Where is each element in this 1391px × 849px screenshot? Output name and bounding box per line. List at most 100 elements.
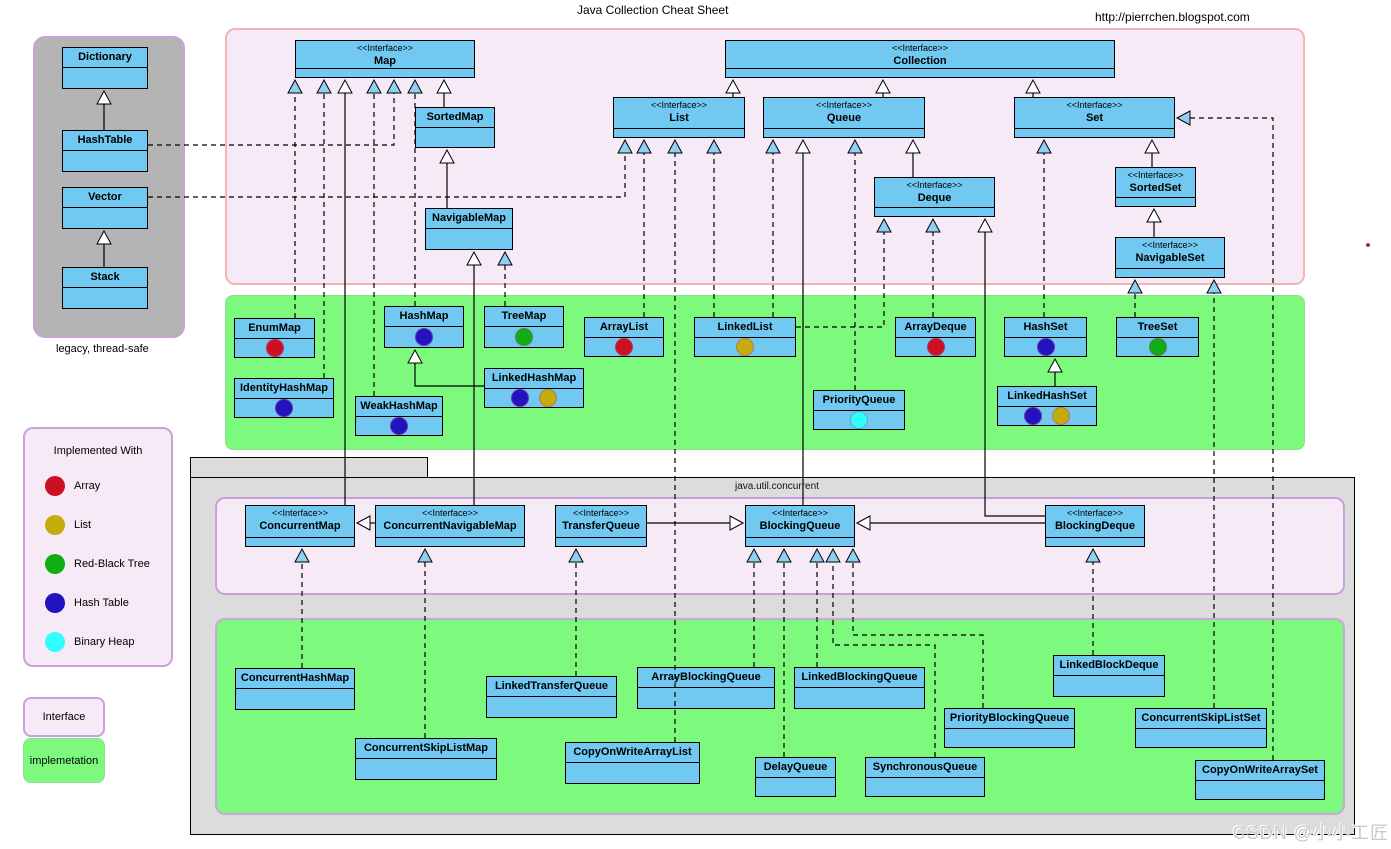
stereotype-label: <<Interface>> xyxy=(891,43,949,53)
class-box-arraydeque: ArrayDeque xyxy=(895,317,976,357)
interface-name: Map xyxy=(374,55,396,67)
class-name: ConcurrentHashMap xyxy=(236,669,354,689)
stereotype-label: <<Interface>> xyxy=(771,508,829,518)
array-implementation-dot xyxy=(265,339,284,357)
hash-legend-dot xyxy=(45,593,65,613)
package-label: java.util.concurrent xyxy=(735,481,819,492)
class-name: IdentityHashMap xyxy=(235,379,333,399)
attribute-compartment xyxy=(746,537,854,546)
legend-item-label: Hash Table xyxy=(74,597,129,609)
class-body xyxy=(235,339,314,357)
interface-name: ConcurrentNavigableMap xyxy=(383,520,517,532)
array-implementation-dot xyxy=(615,338,633,356)
hash-implementation-dot xyxy=(511,389,529,407)
watermark: CSDN @小小工匠 xyxy=(1232,823,1389,843)
legend-implementation-label: implemetation xyxy=(29,754,99,767)
class-name: LinkedTransferQueue xyxy=(487,677,616,697)
class-body xyxy=(1117,338,1198,356)
legend-item-label: List xyxy=(74,519,92,531)
stereotype-label: <<Interface>> xyxy=(906,180,963,190)
hash-implementation-dot xyxy=(390,417,408,435)
class-name: LinkedBlockDeque xyxy=(1054,656,1164,676)
class-body xyxy=(235,399,333,417)
legend-item-heap: Binary Heap xyxy=(45,632,171,652)
stereotype-label: <<Interface>> xyxy=(271,508,329,518)
class-body xyxy=(998,407,1096,425)
class-name: Vector xyxy=(63,188,147,208)
legacy-caption: legacy, thread-safe xyxy=(56,343,149,355)
stereotype-label: <<Interface>> xyxy=(650,100,708,110)
stereotype-label: <<Interface>> xyxy=(1141,240,1199,250)
interface-name: List xyxy=(669,112,689,124)
interface-box-set: <<Interface>>Set xyxy=(1014,97,1175,138)
class-box-delayqueue: DelayQueue xyxy=(755,757,836,797)
class-name: Dictionary xyxy=(63,48,147,68)
class-name: SynchronousQueue xyxy=(866,758,984,778)
attribute-compartment xyxy=(296,68,474,77)
interface-box-navigableset: <<Interface>> NavigableSet xyxy=(1115,237,1225,278)
class-name: WeakHashMap xyxy=(356,397,442,417)
class-box-linkedhashmap: LinkedHashMap xyxy=(484,368,584,408)
legend-item-hash: Hash Table xyxy=(45,593,171,613)
list-legend-dot xyxy=(45,515,65,535)
attribute-compartment xyxy=(556,537,646,546)
attribute-compartment xyxy=(1046,537,1144,546)
interface-box-concurrentmap: <<Interface>>ConcurrentMap xyxy=(245,505,355,547)
class-name: HashMap xyxy=(385,307,463,327)
class-name: TreeMap xyxy=(485,307,563,327)
list-implementation-dot xyxy=(1052,407,1070,425)
class-name: LinkedList xyxy=(695,318,795,338)
class-name: LinkedBlockingQueue xyxy=(795,668,924,688)
interface-name: BlockingQueue xyxy=(759,520,841,532)
array-legend-dot xyxy=(45,476,65,496)
class-box-linkedhashset: LinkedHashSet xyxy=(997,386,1097,426)
class-body xyxy=(896,338,975,356)
legend-implementation-chip: implemetation xyxy=(23,738,105,783)
legend-interface-label: Interface xyxy=(42,711,86,723)
interface-box-list: <<Interface>> List xyxy=(613,97,745,138)
class-body xyxy=(385,327,463,347)
interface-box-deque: <<Interface>>Deque xyxy=(874,177,995,217)
class-body xyxy=(566,763,699,783)
class-body xyxy=(356,759,496,779)
class-body xyxy=(63,208,147,228)
stereotype-label: <<Interface>> xyxy=(356,43,414,53)
class-name: CopyOnWriteArraySet xyxy=(1196,761,1324,781)
class-body xyxy=(356,417,442,435)
class-box-navigablemap: NavigableMap xyxy=(425,208,513,250)
attribute-compartment xyxy=(376,537,524,546)
class-name: CopyOnWriteArrayList xyxy=(566,743,699,763)
heap-legend-dot xyxy=(45,632,65,652)
interface-box-collection: <<Interface>>Collection xyxy=(725,40,1115,78)
class-name: ArrayList xyxy=(585,318,663,338)
class-body xyxy=(487,697,616,717)
class-box-treeset: TreeSet xyxy=(1116,317,1199,357)
attribute-compartment xyxy=(1015,128,1174,137)
stereotype-label: <<Interface>> xyxy=(1127,170,1184,180)
interface-box-queue: <<Interface>>Queue xyxy=(763,97,925,138)
class-body xyxy=(485,389,583,407)
attribute-compartment xyxy=(764,128,924,137)
heap-implementation-dot xyxy=(850,411,868,429)
class-body xyxy=(1005,338,1086,356)
class-box-hashmap: HashMap xyxy=(384,306,464,348)
class-name: ArrayBlockingQueue xyxy=(638,668,774,688)
class-box-copyonwritearrayset: CopyOnWriteArraySet xyxy=(1195,760,1325,800)
interface-box-transferqueue: <<Interface>>TransferQueue xyxy=(555,505,647,547)
class-box-hashset: HashSet xyxy=(1004,317,1087,357)
class-box-arrayblockingqueue: ArrayBlockingQueue xyxy=(637,667,775,709)
class-body xyxy=(756,778,835,796)
class-box-hashtable: HashTable xyxy=(62,130,148,172)
legend-item-label: Binary Heap xyxy=(74,636,135,648)
class-body xyxy=(426,229,512,249)
class-name: LinkedHashMap xyxy=(485,369,583,389)
interface-name: NavigableSet xyxy=(1135,252,1205,264)
interface-box-blockingdeque: <<Interface>>BlockingDeque xyxy=(1045,505,1145,547)
class-body xyxy=(485,327,563,347)
class-body xyxy=(695,338,795,356)
stereotype-label: <<Interface>> xyxy=(815,100,873,110)
class-box-identityhashmap: IdentityHashMap xyxy=(234,378,334,418)
list-implementation-dot xyxy=(539,389,557,407)
legend-item-rbtree: Red-Black Tree xyxy=(45,554,171,574)
